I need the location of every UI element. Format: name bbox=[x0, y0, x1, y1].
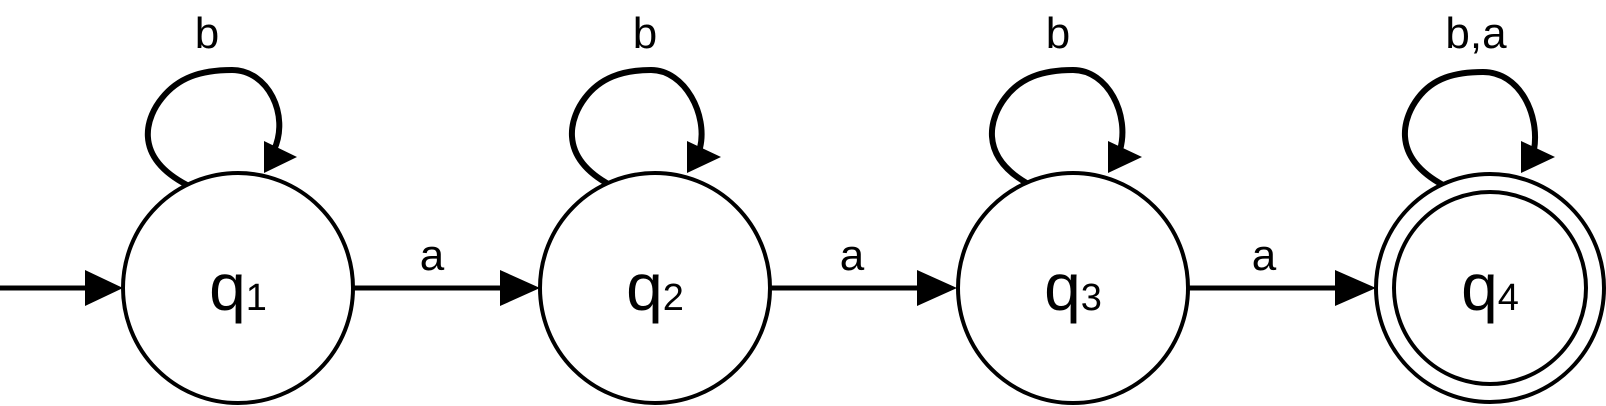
state-q1: q1 bbox=[121, 171, 355, 405]
transition-q1-q2: a bbox=[354, 231, 540, 306]
state-letter: q bbox=[1044, 250, 1081, 324]
state-q3: q3 bbox=[956, 171, 1190, 405]
state-label: q4 bbox=[1461, 250, 1519, 324]
state-q2: q2 bbox=[538, 171, 772, 405]
self-loop-label: b bbox=[195, 9, 219, 58]
transition-label: a bbox=[1252, 231, 1277, 280]
start-arrow bbox=[0, 270, 123, 306]
transition-q3-q4: a bbox=[1189, 231, 1376, 306]
accepting-ring bbox=[1392, 190, 1588, 386]
transition-label: a bbox=[840, 231, 865, 280]
state-label: q3 bbox=[1044, 250, 1102, 324]
self-loop-label: b bbox=[633, 9, 657, 58]
self-loop-label: b bbox=[1046, 9, 1070, 58]
state-subscript: 3 bbox=[1081, 277, 1102, 319]
self-loop-q4: b,a bbox=[1402, 9, 1555, 188]
self-loop-q1: b bbox=[144, 9, 297, 188]
state-subscript: 4 bbox=[1498, 277, 1519, 319]
transition-label: a bbox=[420, 231, 445, 280]
state-subscript: 1 bbox=[246, 277, 267, 319]
self-loop-q3: b bbox=[989, 9, 1142, 188]
state-letter: q bbox=[1461, 250, 1498, 324]
self-loop-label: b,a bbox=[1445, 9, 1507, 58]
state-label: q1 bbox=[209, 250, 267, 324]
state-letter: q bbox=[626, 250, 663, 324]
state-q4: q4 bbox=[1374, 172, 1606, 404]
transition-q2-q3: a bbox=[770, 231, 957, 306]
state-letter: q bbox=[209, 250, 246, 324]
self-loop-q2: b bbox=[569, 9, 721, 188]
state-label: q2 bbox=[626, 250, 684, 324]
state-subscript: 2 bbox=[663, 277, 684, 319]
